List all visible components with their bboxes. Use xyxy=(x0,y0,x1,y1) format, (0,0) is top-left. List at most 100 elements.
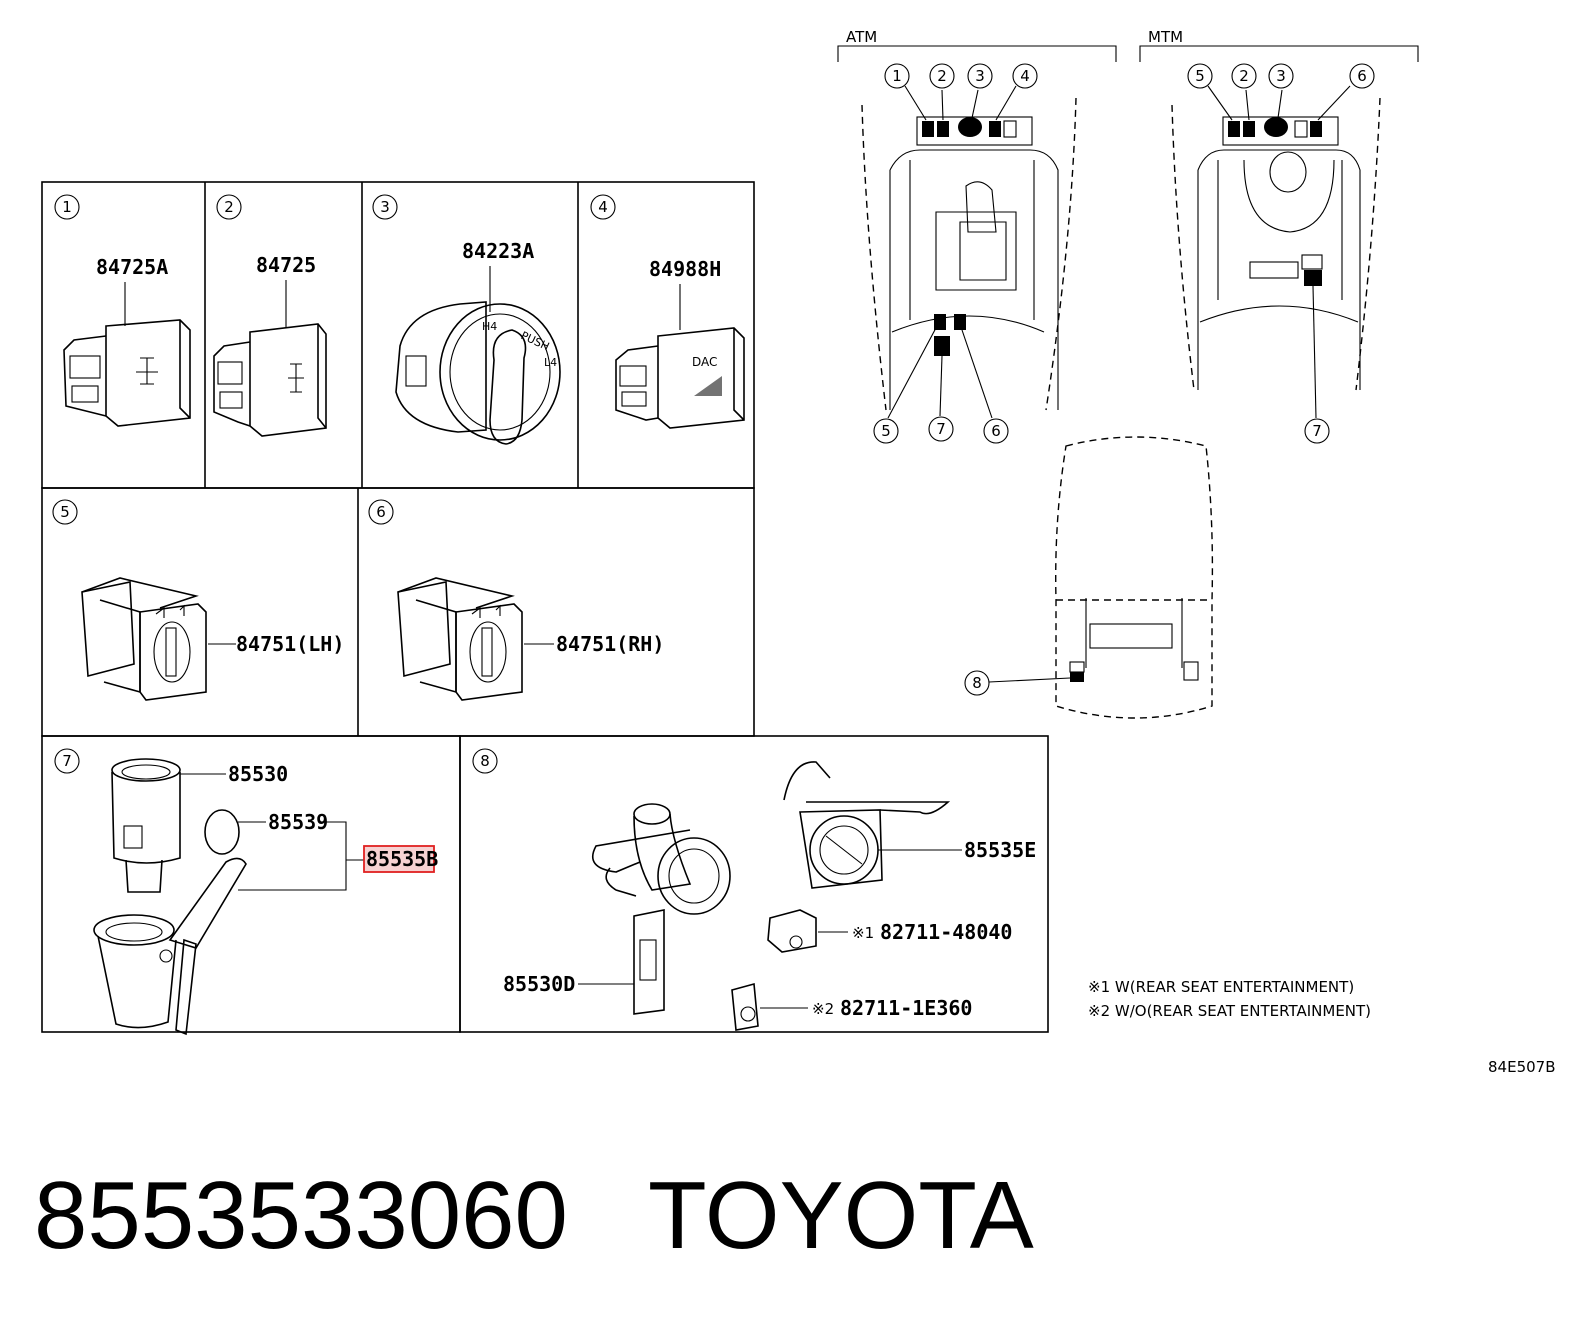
svg-text:1: 1 xyxy=(892,67,902,85)
svg-text:8: 8 xyxy=(480,752,490,770)
dac-label: DAC xyxy=(692,355,717,369)
note-2: ※2 W/O(REAR SEAT ENTERTAINMENT) xyxy=(1088,1002,1371,1020)
svg-text:3: 3 xyxy=(975,67,985,85)
callout-mtm-5: 5 xyxy=(1187,63,1213,89)
transfer-dial-switch: H4 PUSH L4 xyxy=(395,301,561,445)
hill-descent-icon xyxy=(694,376,722,396)
diff-lock-icon xyxy=(288,363,304,393)
seat-heater-icon-rh xyxy=(471,604,501,618)
panel-row-1 xyxy=(41,181,755,489)
drawing-code: 84E507B xyxy=(1488,1058,1556,1076)
part-85535E: 85535E xyxy=(964,838,1036,862)
seat-heater-switch-lh xyxy=(81,577,207,701)
mtm-console-drawing xyxy=(1171,85,1381,419)
callout-atm-5: 5 xyxy=(873,418,899,444)
part-85539: 85539 xyxy=(268,810,328,834)
panel-2: 2 84725 xyxy=(213,194,327,437)
socket-85535e xyxy=(783,761,951,889)
part-82711-1E360: 82711-1E360 xyxy=(840,996,972,1020)
svg-text:7: 7 xyxy=(1312,422,1322,440)
atm-console-drawing xyxy=(861,85,1077,419)
socket-housing-85535b xyxy=(93,857,247,1036)
diff-lock-switch xyxy=(213,323,327,437)
panel-row-2 xyxy=(41,487,755,737)
callout-mtm-7: 7 xyxy=(1304,418,1330,444)
svg-text:6: 6 xyxy=(1357,67,1367,85)
mtm-dial-3 xyxy=(1264,117,1288,137)
callout-atm-4: 4 xyxy=(1012,63,1038,89)
svg-text:2: 2 xyxy=(937,67,947,85)
highlight-box xyxy=(363,845,435,873)
atm-switch-1 xyxy=(922,121,934,137)
footer-brand: TOYOTA xyxy=(648,1162,1034,1269)
mtm-socket-7 xyxy=(1304,270,1322,286)
svg-text:6: 6 xyxy=(376,503,386,521)
note-mark-2: ※2 xyxy=(812,1000,834,1018)
mtm-switch-2 xyxy=(1243,121,1255,137)
atm-bracket xyxy=(837,45,1117,62)
seat-heater-icon xyxy=(155,604,185,618)
socket-lid xyxy=(168,857,247,949)
svg-text:2: 2 xyxy=(224,198,234,216)
footer-part-number: 8553533060 xyxy=(34,1162,568,1269)
rear-socket-8 xyxy=(1070,672,1084,682)
part-84725A: 84725A xyxy=(96,255,168,279)
callout-atm-1: 1 xyxy=(884,63,910,89)
mtm-switch-5 xyxy=(1228,121,1240,137)
callout-atm-7: 7 xyxy=(928,416,954,442)
atm-switch-4 xyxy=(989,121,1001,137)
note-mark-1: ※1 xyxy=(852,924,874,942)
console-rear-drawing: 8 xyxy=(964,436,1214,719)
dial-label-push: PUSH xyxy=(519,329,552,353)
dial-label-h4: H4 xyxy=(482,320,497,333)
clip-82711-1e360 xyxy=(731,982,759,1031)
svg-text:4: 4 xyxy=(1020,67,1030,85)
atm-switch-6 xyxy=(954,314,966,330)
dac-switch: DAC xyxy=(615,327,745,429)
atm-switch-2 xyxy=(937,121,949,137)
socket-85530d xyxy=(591,803,731,1015)
panel-1: 1 84725A xyxy=(54,194,191,427)
svg-text:5: 5 xyxy=(1195,67,1205,85)
atm-dial-3 xyxy=(958,117,982,137)
callout-atm-2: 2 xyxy=(929,63,955,89)
dial-label-l4: L4 xyxy=(544,356,557,369)
part-82711-48040: 82711-48040 xyxy=(880,920,1012,944)
part-85530: 85530 xyxy=(228,762,288,786)
4wd-icon xyxy=(136,357,158,385)
mtm-switch-6 xyxy=(1310,121,1322,137)
part-85530D: 85530D xyxy=(503,972,575,996)
callout-mtm-3: 3 xyxy=(1268,63,1294,89)
dial-knob xyxy=(489,329,527,445)
clip-82711-48040 xyxy=(767,909,817,953)
panel-4: 4 84988H DAC xyxy=(590,194,745,429)
panel-8 xyxy=(459,735,1049,1033)
panel-7-content: 7 85530 85539 85535B xyxy=(54,748,438,1036)
svg-text:7: 7 xyxy=(936,420,946,438)
svg-text:3: 3 xyxy=(380,198,390,216)
seat-heater-switch-rh xyxy=(397,577,523,701)
svg-text:2: 2 xyxy=(1239,67,1249,85)
svg-text:8: 8 xyxy=(972,674,982,692)
mtm-bracket xyxy=(1139,45,1419,62)
svg-text:5: 5 xyxy=(60,503,70,521)
part-84751-lh: 84751(LH) xyxy=(236,632,344,656)
callout-mtm-2: 2 xyxy=(1231,63,1257,89)
note-1: ※1 W(REAR SEAT ENTERTAINMENT) xyxy=(1088,978,1354,996)
panel-6: 6 84751(RH) xyxy=(368,499,664,701)
atm-socket-7 xyxy=(934,336,950,356)
part-84223A: 84223A xyxy=(462,239,534,263)
svg-text:3: 3 xyxy=(1276,67,1286,85)
atm-label: ATM xyxy=(846,28,877,46)
panel-5: 5 84751(LH) xyxy=(52,499,344,701)
atm-group: ATM xyxy=(837,28,1117,62)
callout-rear-8: 8 xyxy=(964,670,990,696)
callout-atm-3: 3 xyxy=(967,63,993,89)
four-wheel-drive-switch xyxy=(63,319,191,427)
svg-text:1: 1 xyxy=(62,198,72,216)
callout-atm-6: 6 xyxy=(983,418,1009,444)
svg-text:6: 6 xyxy=(991,422,1001,440)
mtm-label: MTM xyxy=(1148,28,1183,46)
mtm-group: MTM xyxy=(1139,28,1419,62)
